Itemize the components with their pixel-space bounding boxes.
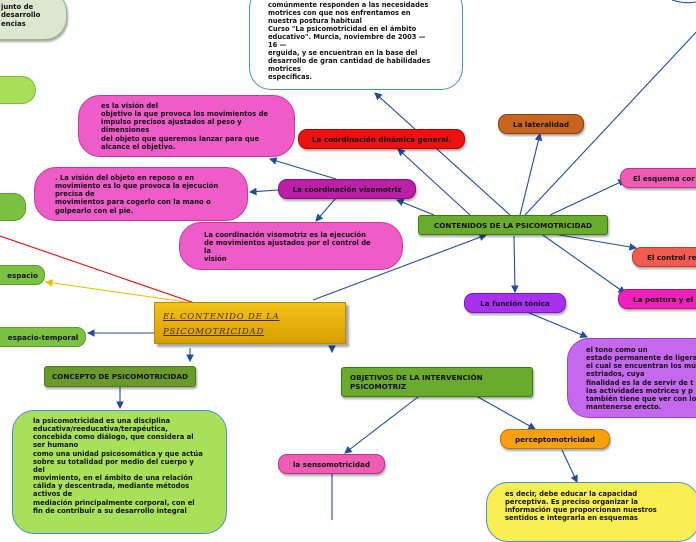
connector-line-19 [561, 449, 578, 483]
sensomotricidad-node[interactable]: la sensomotricidad [278, 454, 385, 474]
connector-line-5 [547, 232, 638, 251]
connector-line-2 [397, 148, 471, 216]
objetivos-node[interactable]: OBJETIVOS DE LA INTERVENCIÓN PSICOMOTRIZ [341, 367, 533, 397]
connector-line-11 [315, 197, 337, 222]
espacio-node[interactable]: espacio [0, 265, 45, 285]
funcion-tonica-node[interactable]: La función tónica [464, 293, 566, 313]
perceptomotricidad-node[interactable]: perceptomotricidad [500, 429, 610, 449]
connector-line-1 [374, 92, 511, 216]
left-green-node-2[interactable] [0, 193, 26, 221]
connector-line-6 [539, 232, 626, 294]
connector-line-4 [549, 179, 626, 216]
connector-line-9 [268, 157, 337, 180]
tono-cloud[interactable]: el tono como un estado permanente de lig… [567, 338, 696, 418]
vision-reposo-cloud[interactable]: . La visión del objeto en reposo o en mo… [34, 167, 248, 221]
visomotriz-ejecucion-cloud[interactable]: La coordinación visomotriz es la ejecuci… [179, 222, 403, 270]
top-left-cloud[interactable]: junto de desarrollo encias [0, 0, 67, 40]
coordinacion-description-cloud[interactable]: comúnmente responden a las necesidades m… [249, 0, 463, 90]
connector-line-12 [526, 311, 589, 339]
connector-line-10 [248, 187, 279, 196]
connector-line-8 [395, 198, 435, 216]
vision-objetivo-cloud[interactable]: es la visión del objetivo la que provoca… [78, 95, 295, 157]
connector-line-3 [519, 132, 543, 216]
connector-line-17 [344, 396, 419, 454]
control-respiratorio-node[interactable]: El control re [632, 247, 696, 267]
top-right-connector-line [524, 31, 696, 216]
concepto-node[interactable]: CONCEPTO DE PSICOMOTRICIDAD [44, 366, 196, 387]
connector-line-18 [477, 396, 536, 430]
concepto-cloud[interactable]: la psicomotricidad es una disciplina edu… [12, 410, 227, 534]
top-right-cloud-fragment [671, 0, 696, 4]
lateralidad-node[interactable]: La lateralidad [498, 114, 584, 134]
central-topic[interactable]: EL CONTENIDO DE LA PSICOMOTRICIDAD [154, 302, 346, 344]
connector-line-0 [312, 233, 488, 301]
esquema-corporal-node[interactable]: El esquema cor [620, 168, 696, 188]
espacio-temporal-node[interactable]: espacio-temporal [0, 327, 86, 347]
yellow-connector-line [44, 279, 201, 305]
perceptomotricidad-cloud[interactable]: es decir, debe educar la capacidad perce… [486, 482, 696, 542]
coordinacion-visomotriz-node[interactable]: La coordinación visomotriz [278, 179, 416, 199]
connector-line-7 [511, 235, 519, 294]
left-green-node-1[interactable] [0, 76, 36, 104]
contenidos-node[interactable]: CONTENIDOS DE LA PSICOMOTRICIDAD [418, 215, 608, 235]
coordinacion-dinamica-node[interactable]: La coordinación dinámica general. [298, 129, 465, 149]
postura-equilibrio-node[interactable]: La postura y el e [618, 289, 696, 309]
